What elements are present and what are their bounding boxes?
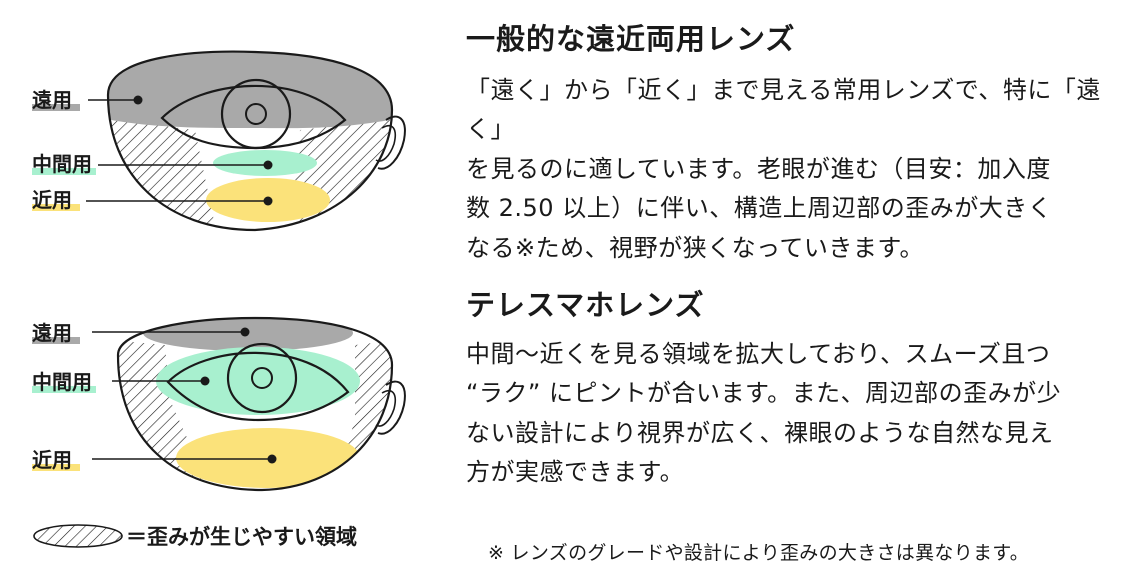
footnote: ※ レンズのグレードや設計により歪みの大きさは異なります。 bbox=[488, 542, 1030, 564]
distortion-area-right bbox=[290, 118, 392, 230]
far-zone bbox=[108, 51, 392, 129]
temple-inner bbox=[375, 124, 397, 162]
label-far: 遠用 bbox=[32, 321, 72, 345]
temple-inner bbox=[375, 389, 397, 427]
legend: ＝歪みが生じやすい領域 bbox=[33, 524, 357, 549]
legend-hatch-swatch bbox=[33, 524, 123, 548]
lens-diagrams: 遠用 中間用 近用 bbox=[32, 50, 406, 549]
temple bbox=[377, 380, 406, 435]
lens-outline bbox=[106, 50, 394, 232]
legend-text: ＝歪みが生じやすい領域 bbox=[126, 525, 357, 549]
section-general: 一般的な遠近両用レンズ 「遠く」から「近く」まで見える常用レンズで、特に「遠く」… bbox=[466, 22, 1106, 268]
section-body: 「遠く」から「近く」まで見える常用レンズで、特に「遠く」 を見るのに適しています… bbox=[466, 75, 1101, 262]
section-title: 一般的な遠近両用レンズ bbox=[466, 22, 796, 56]
eye-icon bbox=[166, 342, 350, 422]
section-title: テレスマホレンズ bbox=[466, 288, 705, 322]
lens-diagram-telesumaho: 遠用 中間用 近用 bbox=[32, 316, 406, 492]
section-telesumaho: テレスマホレンズ 中間〜近くを見る領域を拡大しており、スムーズ且つ “ラク” に… bbox=[466, 288, 1106, 493]
label-near: 近用 bbox=[32, 188, 72, 212]
label-far: 遠用 bbox=[32, 88, 72, 112]
lens-diagram-general: 遠用 中間用 近用 bbox=[32, 50, 406, 232]
eye-icon bbox=[160, 78, 347, 150]
label-middle: 中間用 bbox=[32, 152, 92, 176]
section-body: 中間〜近くを見る領域を拡大しており、スムーズ且つ “ラク” にピントが合います。… bbox=[466, 339, 1062, 487]
label-near: 近用 bbox=[32, 448, 72, 472]
lens-outline bbox=[116, 316, 394, 492]
temple bbox=[377, 115, 406, 170]
label-middle: 中間用 bbox=[32, 370, 92, 394]
